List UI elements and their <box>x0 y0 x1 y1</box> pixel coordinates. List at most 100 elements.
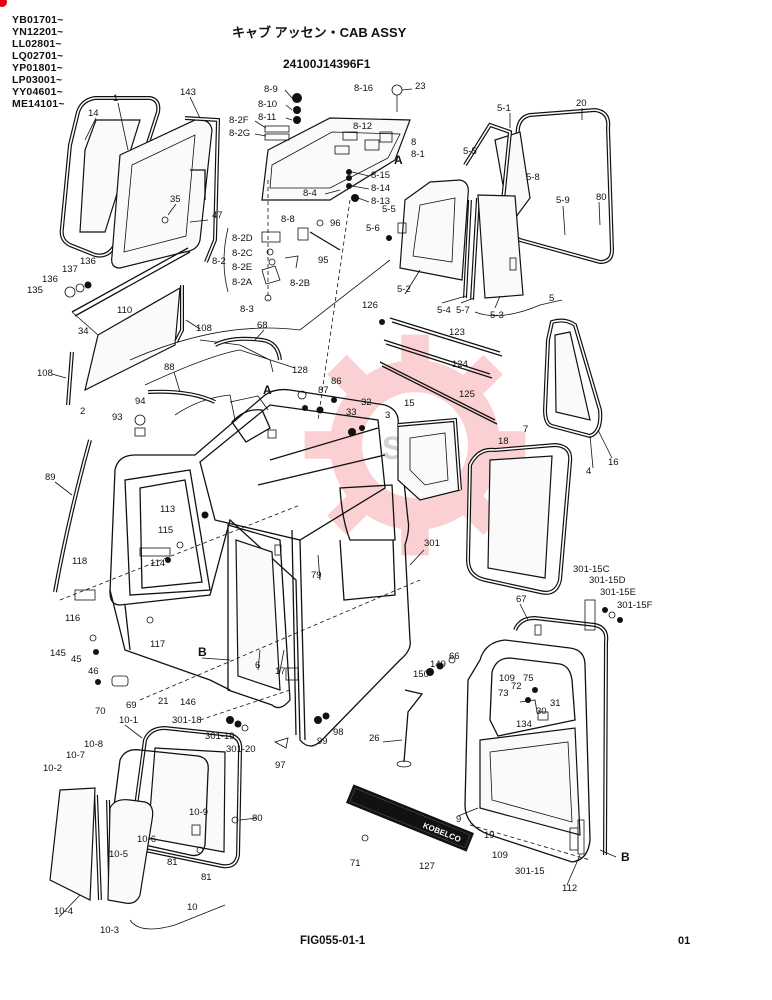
callout-label: 72 <box>511 681 522 692</box>
callout-label: 301-15F <box>617 600 653 611</box>
serial-number: YY04601~ <box>12 86 63 98</box>
fastener-cluster <box>74 390 542 842</box>
callout-label: 124 <box>452 359 468 370</box>
callout-label: 5-8 <box>526 172 540 183</box>
callout-label: 8-2G <box>229 128 250 139</box>
callout-label: 46 <box>88 666 99 677</box>
callout-label: 7 <box>523 424 528 435</box>
callout-label: 301 <box>424 538 440 549</box>
callout-label: 66 <box>449 651 460 662</box>
diagram-title: キャブ アッセン・CAB ASSY <box>232 25 407 40</box>
callout-label: 108 <box>37 368 53 379</box>
callout-label: 97 <box>275 760 286 771</box>
callout-label: 136 <box>42 274 58 285</box>
callout-label: 8-16 <box>354 83 373 94</box>
callout-label: 5-2 <box>397 284 411 295</box>
rail-end-fittings <box>64 281 92 298</box>
callout-label: 8-2D <box>232 233 253 244</box>
callout-label: 108 <box>196 323 212 334</box>
callout-label: B <box>621 850 630 864</box>
serial-number: ME14101~ <box>12 98 65 110</box>
callout-label: 5-5 <box>382 204 396 215</box>
cab-floor-lines <box>59 259 421 721</box>
callout-label: 8-15 <box>371 170 390 181</box>
callout-label: 301-15C <box>573 564 610 575</box>
callout-label: 8-2C <box>232 248 253 259</box>
rail-bar <box>74 251 191 317</box>
callout-label: 31 <box>550 698 561 709</box>
callout-label: 5-4 <box>437 305 451 316</box>
callout-label: 99 <box>317 736 328 747</box>
serial-number: LP03001~ <box>12 74 63 86</box>
callout-label: 8-13 <box>371 196 390 207</box>
callout-label: 98 <box>333 727 344 738</box>
callout-label: 30 <box>536 706 547 717</box>
callout-label: 23 <box>415 81 426 92</box>
callout-label: 70 <box>95 706 106 717</box>
callout-label: 8-2 <box>212 256 226 267</box>
callout-label: 6 <box>255 660 260 671</box>
callout-label: 45 <box>71 654 82 665</box>
callout-label: 35 <box>170 194 181 205</box>
callout-label: 17 <box>275 666 286 677</box>
callout-label: 81 <box>201 872 212 883</box>
callout-label: 143 <box>180 87 196 98</box>
callout-label: 87 <box>318 385 329 396</box>
callout-label: 95 <box>318 255 329 266</box>
callout-label: 33 <box>346 407 357 418</box>
callout-label: 80 <box>252 813 263 824</box>
rail-bar <box>71 247 189 313</box>
callout-label: 21 <box>158 696 169 707</box>
door-stay-rod <box>403 689 424 763</box>
upper-window-panel <box>111 116 221 269</box>
callout-label: 8-3 <box>240 304 254 315</box>
callout-label: 10-5 <box>109 849 128 860</box>
right-side-glass <box>397 318 603 595</box>
callout-label: 8-8 <box>281 214 295 225</box>
callout-labels: 1 14 143 20 5-1 5-5 5-8 5-9 80 8-9 8-10 … <box>27 81 653 936</box>
callout-label: 10-6 <box>137 834 156 845</box>
callout-label: 3 <box>385 410 390 421</box>
callout-label: 8-9 <box>264 84 278 95</box>
cab-frame-301 <box>109 388 411 747</box>
callout-label: 2 <box>80 406 85 417</box>
callout-label: 10-3 <box>100 925 119 936</box>
callout-label: 8-14 <box>371 183 390 194</box>
callout-label: 123 <box>449 327 465 338</box>
callout-label: 8-10 <box>258 99 277 110</box>
callout-label: 15 <box>404 398 415 409</box>
callout-label: 81 <box>167 857 178 868</box>
latch-lever-parts <box>261 231 299 302</box>
callout-label: 146 <box>180 697 196 708</box>
callout-label: 8-12 <box>353 121 372 132</box>
callout-label: 5-5 <box>463 146 477 157</box>
callout-label: 114 <box>150 558 165 569</box>
callout-label: 8 <box>411 137 416 148</box>
roof-rods <box>379 317 503 425</box>
callout-label: 9 <box>456 814 461 825</box>
callout-label: 125 <box>459 389 475 400</box>
side-window-set <box>386 107 615 317</box>
serial-number: YP01801~ <box>12 62 63 74</box>
callout-label: 8-4 <box>303 188 317 199</box>
roof-hardware-stack <box>264 93 302 141</box>
callout-label: 10-1 <box>119 715 138 726</box>
page-number: 01 <box>678 935 691 947</box>
callout-label: 4 <box>586 466 591 477</box>
callout-label: 5-6 <box>366 223 380 234</box>
callout-label: 75 <box>523 673 534 684</box>
roof-hatch-assembly <box>261 84 411 201</box>
callout-label: 47 <box>212 210 223 221</box>
serial-number: LL02801~ <box>12 38 62 50</box>
corner-marker-dot <box>0 0 7 7</box>
serial-number: YB01701~ <box>12 14 64 26</box>
callout-label: 109 <box>499 673 515 684</box>
callout-label: 301-15E <box>600 587 636 598</box>
callout-label: 20 <box>576 98 587 109</box>
latch-hardware-column <box>297 169 359 251</box>
callout-label: 69 <box>126 700 137 711</box>
callout-label: 301-18 <box>172 715 202 726</box>
lower-door-frame-10 <box>49 725 243 930</box>
callout-label: 32 <box>361 397 372 408</box>
